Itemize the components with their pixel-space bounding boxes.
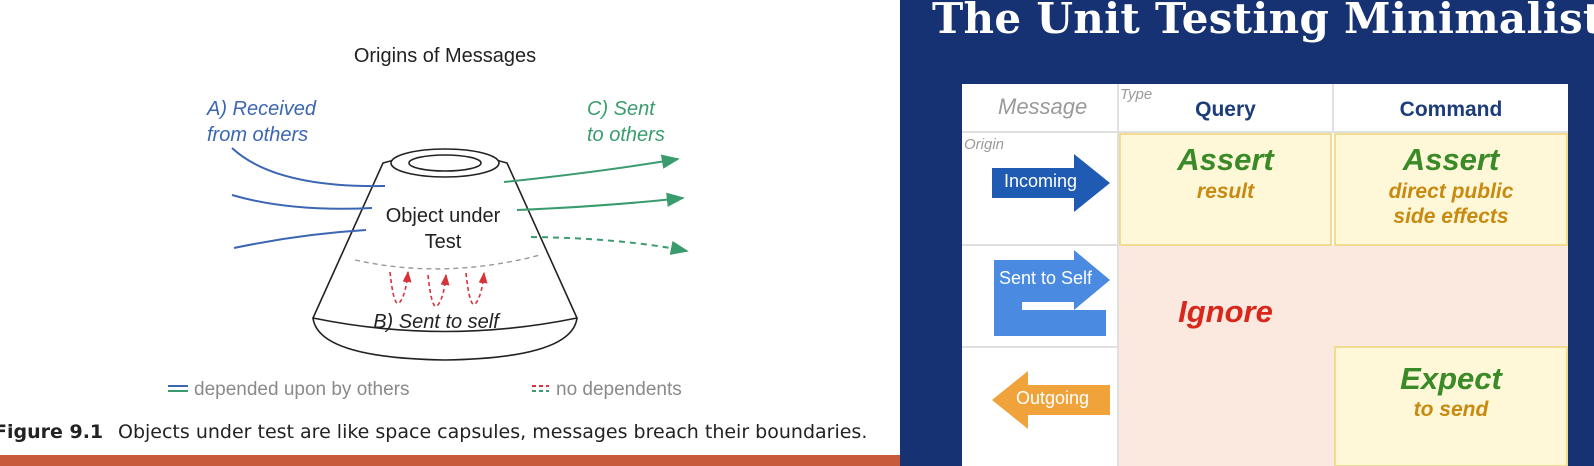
row-incoming-label: Incoming — [1004, 171, 1078, 191]
capsule-top-inner — [408, 154, 482, 172]
outgoing-command-sub: to send — [1413, 398, 1489, 421]
received-label-line1: A) Received — [206, 98, 317, 120]
received-label-line2: from others — [207, 124, 308, 146]
incoming-command-sub-2: side effects — [1393, 205, 1509, 228]
legend-dashed-icon — [532, 385, 549, 392]
sent-to-self-arrow-icon — [994, 250, 1110, 336]
grid-line-h2 — [962, 244, 1117, 246]
legend-dashed-label: no dependents — [556, 379, 682, 400]
incoming-query-sub: result — [1196, 180, 1255, 203]
incoming-command-main: Assert — [1402, 142, 1500, 177]
self-loop-2 — [427, 273, 450, 308]
object-label-line1: Object under — [386, 205, 501, 227]
ignore-region-bottom — [1119, 346, 1334, 466]
row-outgoing-label: Outgoing — [1016, 388, 1090, 408]
header-command: Command — [1399, 98, 1503, 121]
incoming-arrow-icon — [992, 154, 1110, 212]
ignore-region-top — [1119, 246, 1568, 346]
sent-arrow-dashed — [530, 236, 689, 255]
caption-text: Objects under test are like space capsul… — [118, 421, 867, 443]
received-arrow-2 — [231, 194, 373, 210]
incoming-command-cell — [1334, 133, 1568, 246]
header-query: Query — [1195, 98, 1256, 121]
grid-line-h1 — [962, 131, 1568, 133]
origins-diagram: Origins of Messages A) Received from oth… — [0, 45, 867, 443]
header-type: Type — [1120, 86, 1153, 103]
legend-solid-label: depended upon by others — [194, 379, 410, 400]
slide-panel: The Unit Testing Minimalist Message Type… — [900, 0, 1594, 466]
accent-bar — [0, 455, 900, 466]
incoming-query-main: Assert — [1177, 142, 1274, 177]
legend-solid-icon — [168, 385, 188, 392]
diagram-title: Origins of Messages — [354, 45, 536, 67]
sent-label-line2: to others — [587, 124, 665, 146]
incoming-query-cell — [1119, 133, 1332, 246]
self-loop-1 — [389, 270, 412, 305]
capsule-boundary-dashed — [354, 254, 541, 270]
origin-label: Origin — [964, 136, 1005, 153]
received-arrow-3 — [233, 229, 367, 249]
grid-line-v1 — [1117, 84, 1119, 466]
slide-title: The Unit Testing Minimalist — [932, 0, 1594, 43]
capsule-base — [312, 317, 578, 361]
caption-number: Figure 9.1 — [0, 421, 103, 443]
sent-arrow-2 — [516, 192, 685, 211]
sent-label-line1: C) Sent — [587, 98, 656, 120]
outgoing-command-main: Expect — [1400, 361, 1502, 396]
outgoing-arrow-icon — [992, 371, 1110, 429]
grid-line-v2 — [1332, 84, 1334, 131]
grid-line-h3 — [962, 346, 1117, 348]
figure-panel: Origins of Messages A) Received from oth… — [0, 45, 900, 466]
outgoing-command-cell — [1334, 346, 1568, 466]
ignore-label: Ignore — [1178, 294, 1273, 329]
received-arrow-1 — [231, 147, 386, 188]
self-loop-3 — [465, 271, 488, 306]
object-label-line2: Test — [425, 231, 462, 253]
sent-arrow-1 — [503, 154, 680, 183]
incoming-command-sub-1: direct public — [1388, 180, 1514, 203]
header-message: Message — [998, 94, 1088, 119]
testing-grid: Message Type Query Command Origin Incomi… — [962, 84, 1568, 466]
self-label: B) Sent to self — [373, 311, 501, 333]
row-self-label: Sent to Self — [999, 268, 1093, 288]
